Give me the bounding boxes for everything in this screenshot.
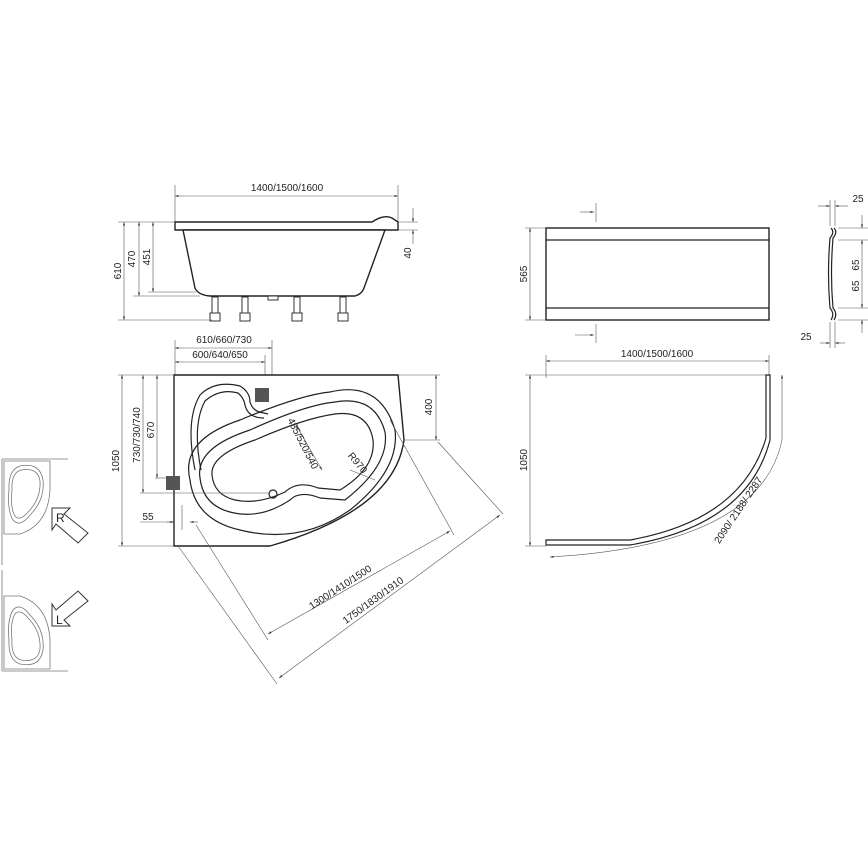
profile-mid-1-label: 65 <box>851 259 862 271</box>
plan-depth-1-label: 730/730/740 <box>132 407 143 463</box>
profile-outline <box>830 227 837 321</box>
basin-inner-contour <box>199 400 387 515</box>
rim-thickness-label: 40 <box>403 247 414 259</box>
variant-right: R <box>1 458 89 565</box>
arrow-left-icon <box>51 590 89 627</box>
drain-icon <box>268 489 278 499</box>
panel-height-label: 565 <box>519 265 530 282</box>
corner-depth-label: 1050 <box>519 448 530 471</box>
right-variant-label: R <box>56 511 65 525</box>
panel-profile: 25 65 65 25 <box>800 194 868 348</box>
chamfer-label: 400 <box>424 398 435 415</box>
seat-contour <box>190 383 269 471</box>
basin-outer-contour <box>188 389 397 536</box>
inner-width-label: 600/640/650 <box>192 350 248 361</box>
faucet-icon <box>255 388 269 402</box>
corner-length-label: 1400/1500/1600 <box>621 349 694 360</box>
arrow-right-icon <box>51 507 89 544</box>
rim-height-label: 470 <box>127 250 138 267</box>
offset-label: 55 <box>142 512 154 523</box>
profile-bottom-label: 25 <box>800 332 812 343</box>
overflow-icon <box>166 476 180 490</box>
corner-panel: 1400/1500/1600 1050 2090/ 2188/ 2287 <box>519 349 784 558</box>
left-variant-label: L <box>56 613 63 627</box>
side-length-label: 1400/1500/1600 <box>251 183 324 194</box>
basin-bottom-contour <box>211 412 374 502</box>
front-panel-outline <box>545 227 770 321</box>
tub-rim <box>174 215 399 231</box>
plan-depth-2-label: 670 <box>146 421 157 438</box>
profile-top-label: 25 <box>852 194 864 205</box>
tub-body <box>182 229 386 297</box>
outer-width-label: 610/660/730 <box>196 335 252 346</box>
front-panel: 565 <box>519 203 770 343</box>
plan-depth-label: 1050 <box>111 449 122 472</box>
side-view: 1400/1500/1600 610 470 451 40 <box>113 183 418 322</box>
tub-legs <box>209 295 349 322</box>
variant-left: L <box>1 570 89 672</box>
depth-label: 451 <box>142 248 153 265</box>
plan-view: 610/660/730 600/640/650 1050 730/730/740… <box>111 335 504 685</box>
total-height-label: 610 <box>113 262 124 279</box>
profile-mid-2-label: 65 <box>851 280 862 292</box>
